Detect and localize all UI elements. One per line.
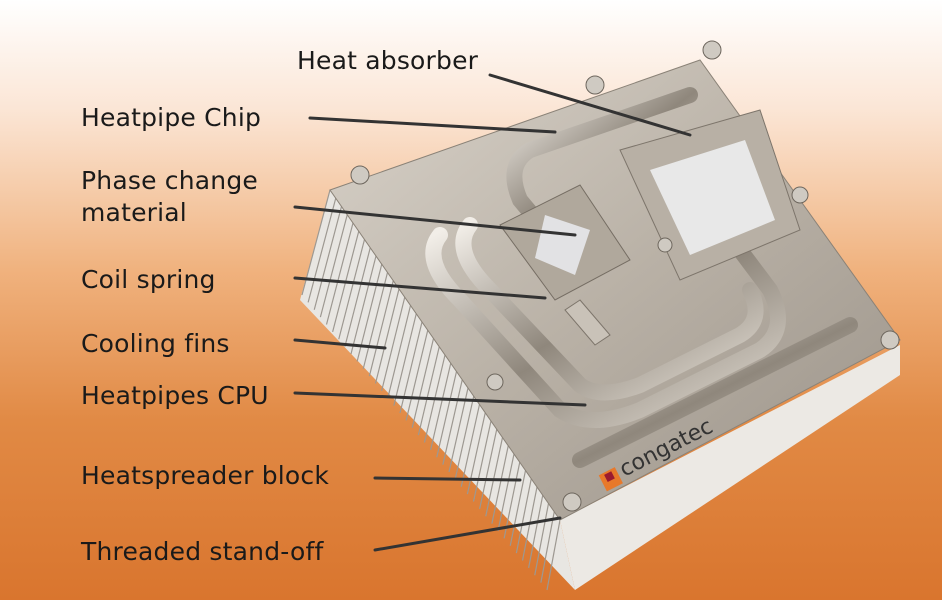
- fin: [411, 338, 435, 428]
- fin: [325, 222, 354, 325]
- fin: [362, 272, 389, 369]
- fin: [436, 371, 458, 458]
- label-phase-change: Phase change: [81, 166, 258, 195]
- threaded-standoffs: [350, 40, 900, 512]
- fin: [319, 214, 348, 318]
- label-heat-absorber: Heat absorber: [297, 46, 479, 75]
- fin: [515, 478, 532, 554]
- cooling-fins: [300, 189, 900, 591]
- fin: [534, 503, 550, 576]
- fin: [448, 387, 469, 473]
- fin: [528, 495, 544, 568]
- fin: [338, 239, 366, 340]
- fin: [387, 305, 412, 399]
- label-threaded-standoff: Threaded stand-off: [81, 537, 324, 566]
- fin: [307, 198, 337, 303]
- label-heatspreader-block: Heatspreader block: [81, 461, 330, 490]
- fin: [485, 437, 504, 517]
- fin: [503, 462, 521, 539]
- fin: [350, 255, 377, 355]
- fin: [546, 519, 561, 591]
- fin: [497, 453, 515, 532]
- fin: [472, 420, 492, 502]
- heatpipes: [425, 87, 858, 468]
- fin: [393, 313, 417, 406]
- coil-spring: [564, 299, 611, 346]
- fin: [344, 247, 371, 347]
- fin: [479, 429, 498, 510]
- fin: [374, 288, 400, 384]
- label-phase-change-material: material: [81, 198, 187, 227]
- fin: [417, 346, 440, 436]
- fin: [540, 511, 555, 583]
- leader-lines: [293, 73, 692, 552]
- label-cooling-fins: Cooling fins: [81, 329, 230, 358]
- fin: [460, 404, 481, 487]
- fin: [313, 206, 343, 310]
- label-heatpipes-cpu: Heatpipes CPU: [81, 381, 269, 410]
- fin: [442, 379, 463, 465]
- fin: [491, 445, 509, 524]
- fin: [368, 280, 394, 377]
- fin: [430, 363, 452, 451]
- fin: [405, 330, 429, 421]
- fin: [509, 470, 527, 546]
- fin: [454, 396, 475, 480]
- fin: [381, 297, 406, 392]
- phase-change-block: [499, 184, 631, 346]
- label-heatpipe-chip: Heatpipe Chip: [81, 103, 262, 132]
- label-coil-spring: Coil spring: [81, 265, 216, 294]
